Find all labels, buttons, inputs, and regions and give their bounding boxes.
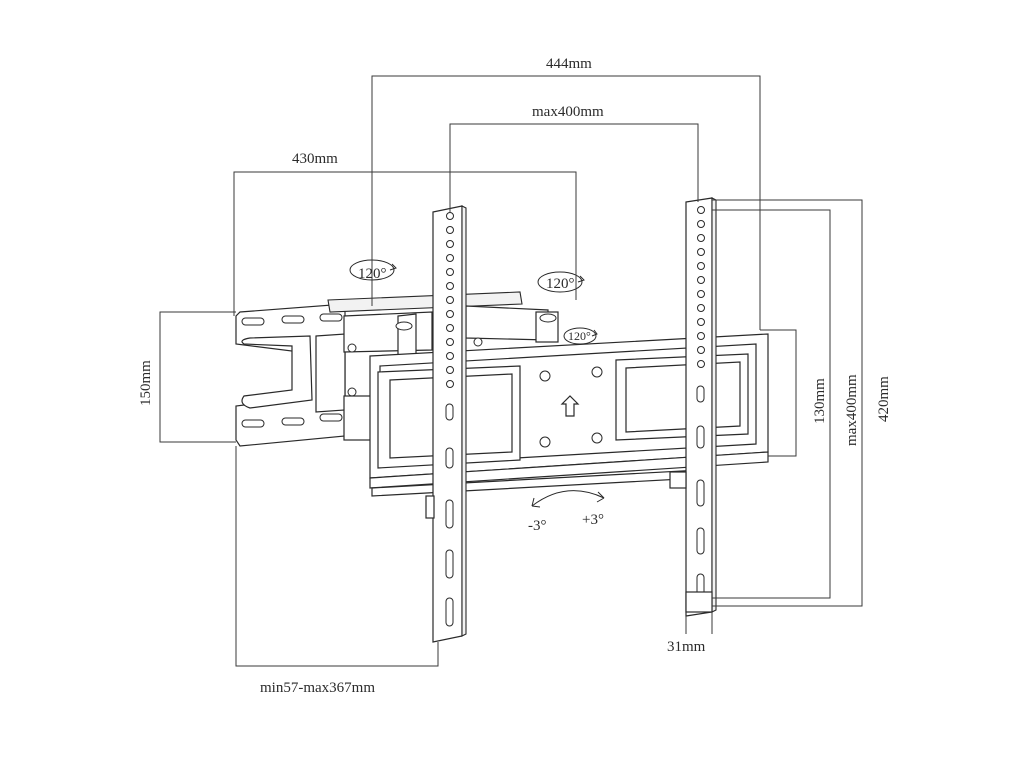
label-swivel-left: 120° (358, 266, 387, 282)
label-extension: min57-max367mm (260, 680, 375, 696)
label-total-depth: 444mm (546, 56, 592, 72)
rotation-indicators (349, 259, 605, 508)
label-tilt-plus: +3° (582, 512, 604, 528)
wall-plate (235, 303, 346, 447)
label-swivel-right: 120° (568, 329, 591, 343)
left-vertical-bracket (425, 205, 467, 643)
label-wall-plate-height: 150mm (138, 360, 154, 406)
right-vertical-bracket (669, 197, 717, 617)
label-hole-spacing: 130mm (812, 378, 828, 424)
label-profile: 31mm (667, 639, 706, 655)
label-wall-plate-width: 430mm (292, 151, 338, 167)
label-vesa-height: max400mm (844, 374, 860, 446)
label-vesa-width: max400mm (532, 104, 604, 120)
dimension-lines (159, 75, 863, 667)
label-tilt-minus: -3° (528, 518, 547, 534)
label-bracket-height: 420mm (876, 376, 892, 422)
label-swivel-middle: 120° (546, 276, 575, 292)
